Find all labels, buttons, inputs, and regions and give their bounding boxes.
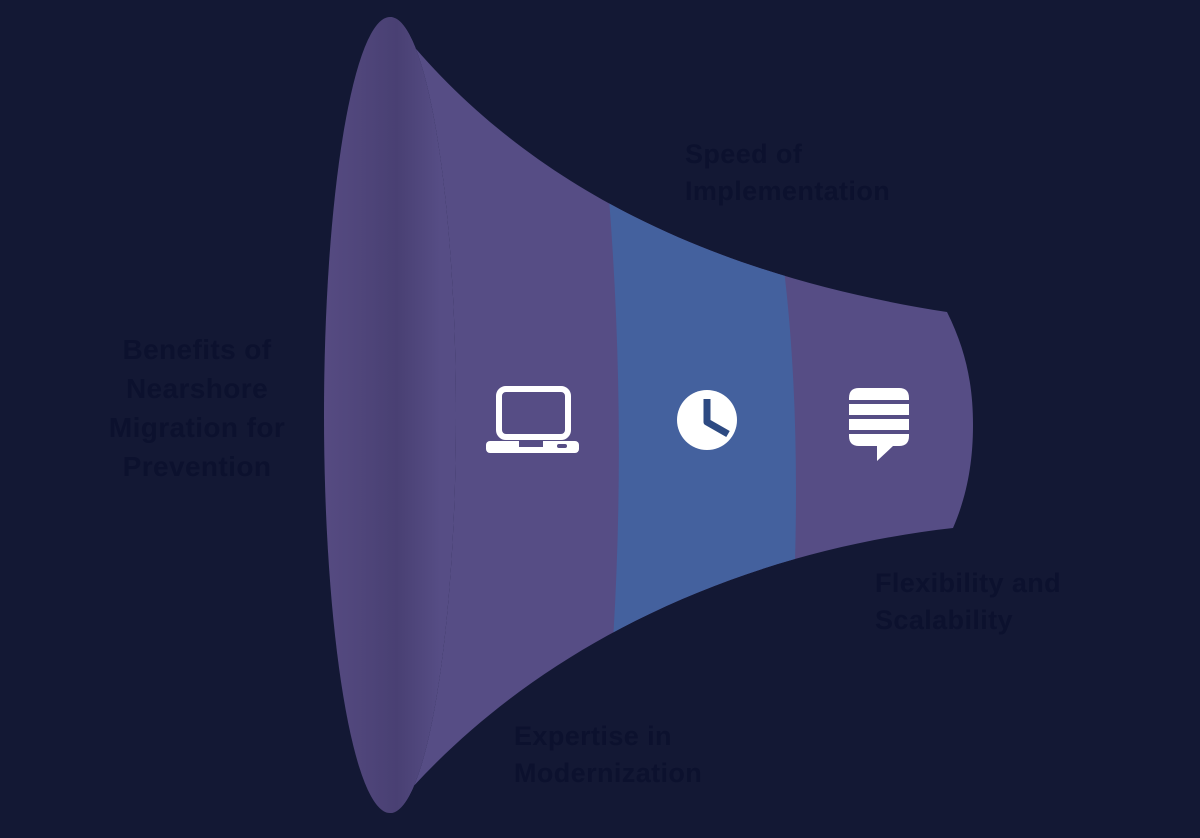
label-line: Flexibility and [875, 568, 1062, 598]
funnel-mouth [324, 17, 456, 813]
diagram-title-line: Migration for [108, 412, 286, 443]
diagram-title: Benefits of Nearshore Migration for Prev… [84, 330, 310, 486]
label-expertise-in-modernization: Expertise in Modernization [514, 718, 702, 792]
label-speed-of-implementation: Speed of Implementation [685, 136, 890, 210]
label-line: Implementation [685, 176, 891, 206]
clock-icon [677, 390, 737, 450]
chat-lines-icon [849, 388, 909, 461]
label-line: Expertise in [514, 721, 672, 751]
diagram-title-line: Prevention [122, 451, 272, 482]
label-line: Speed of [685, 139, 803, 169]
label-flexibility-and-scalability: Flexibility and Scalability [875, 565, 1061, 639]
laptop-icon [486, 386, 579, 453]
label-line: Scalability [875, 605, 1013, 635]
diagram-title-line: Nearshore [125, 373, 269, 404]
label-line: Modernization [514, 758, 703, 788]
diagram-title-line: Benefits of [122, 334, 272, 365]
